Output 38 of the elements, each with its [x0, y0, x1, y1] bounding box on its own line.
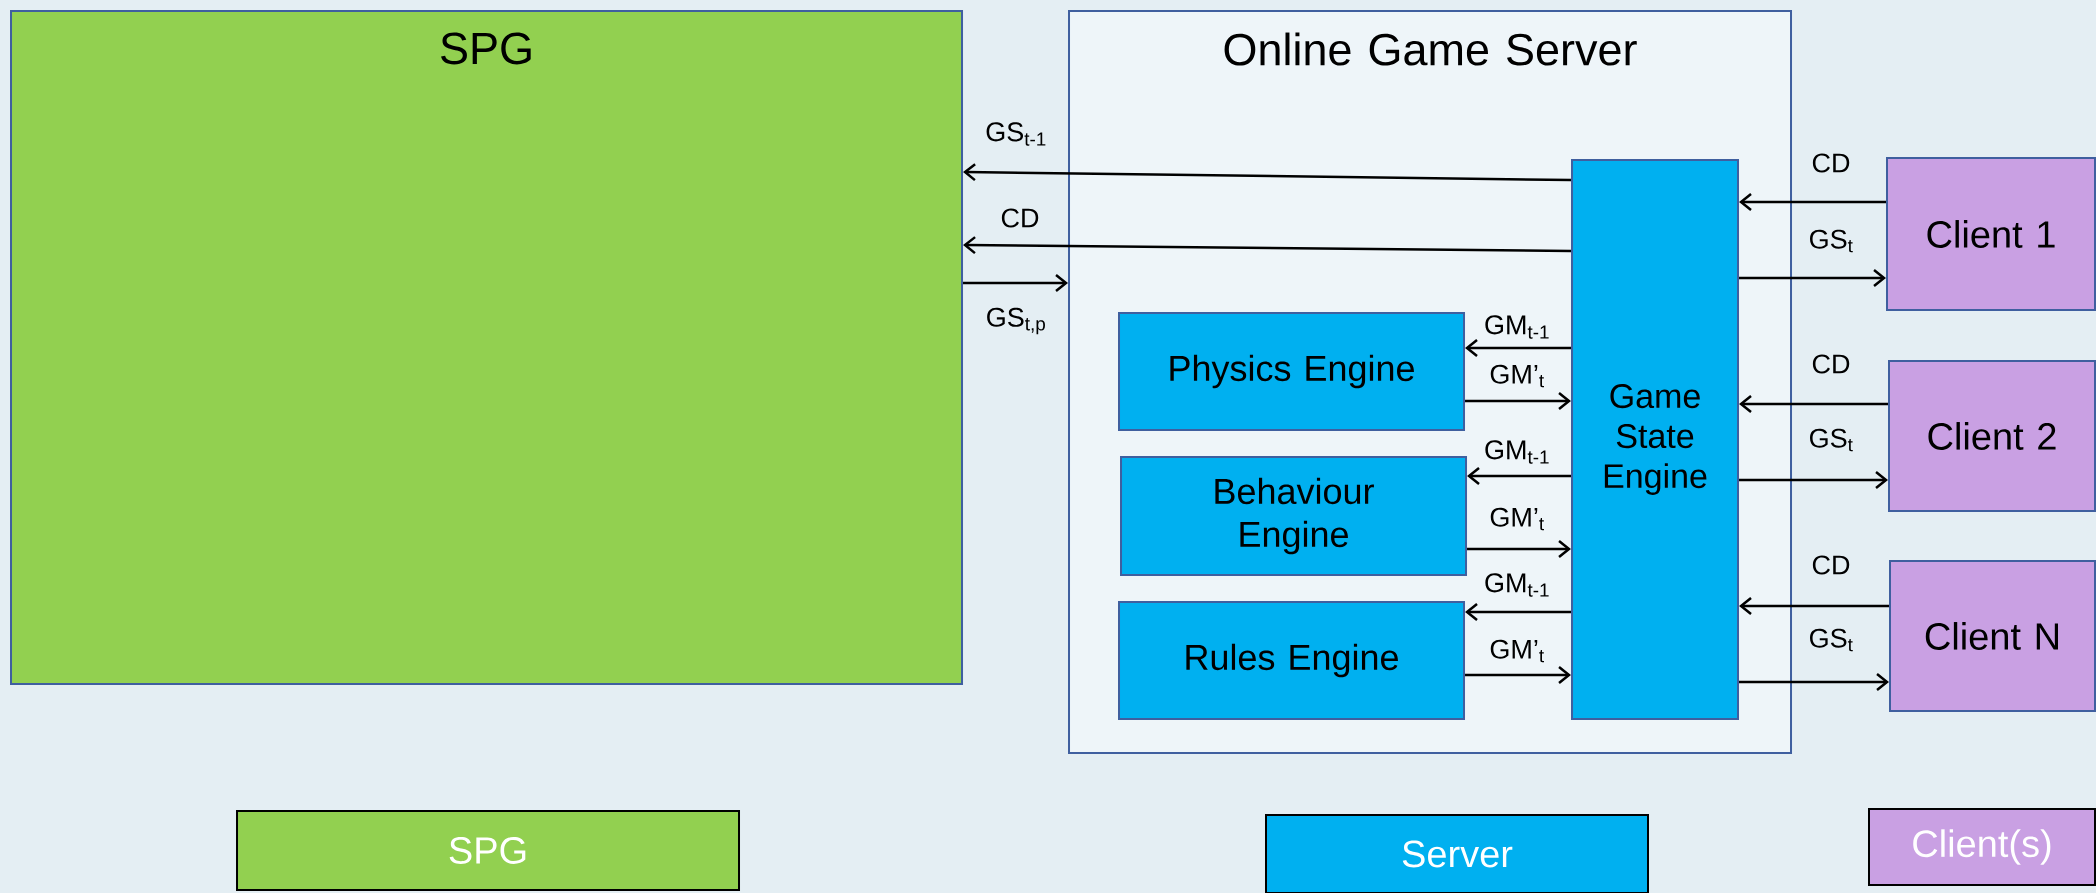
arrow [963, 274, 1068, 292]
arrow [1465, 392, 1571, 410]
arrow [1465, 666, 1571, 684]
edge-label: CD [1812, 153, 1850, 173]
client-box: Client 2 [1888, 360, 2096, 512]
edge-label: GM$_{t-1}$ [1485, 573, 1549, 597]
arrow [1465, 603, 1571, 621]
client-box: Client 1 [1886, 157, 2096, 311]
arrow [963, 236, 1572, 255]
arrow [1739, 269, 1886, 287]
client-box: Client N [1889, 560, 2096, 712]
process-box: Rules Engine [1118, 601, 1465, 720]
arrow [1467, 467, 1571, 485]
edge-label: GM’$_{t}$ [1490, 364, 1544, 388]
arrow [1739, 673, 1889, 691]
edge-label: GM’$_{t}$ [1490, 507, 1544, 531]
edge-label: GS$_{t}$ [1810, 229, 1853, 253]
edge-label: CD [1812, 354, 1850, 374]
edge-label: GM$_{t-1}$ [1485, 315, 1549, 339]
arrow [1739, 597, 1889, 615]
edge-label: GS$_{t,p}$ [987, 307, 1045, 335]
edge-label: GM$_{t-1}$ [1485, 440, 1549, 464]
edge-label: CD [1001, 208, 1039, 228]
edge-label: GS$_{t-1}$ [986, 122, 1046, 146]
arrow [1467, 540, 1571, 558]
arrow [1739, 471, 1888, 489]
arrow [1739, 395, 1888, 413]
edge-label: GS$_{t}$ [1810, 628, 1853, 652]
process-box: Game State Engine [1571, 159, 1739, 720]
edge-label: GS$_{t}$ [1810, 428, 1853, 452]
arrow [963, 163, 1572, 182]
edge-label: CD [1812, 555, 1850, 575]
edge-label: GM’$_{t}$ [1490, 639, 1544, 663]
process-box: Behaviour Engine [1120, 456, 1467, 576]
spg-panel: SPG [10, 10, 963, 685]
arrow [1465, 339, 1571, 357]
process-box: Physics Engine [1118, 312, 1465, 431]
arrow [1739, 193, 1886, 211]
